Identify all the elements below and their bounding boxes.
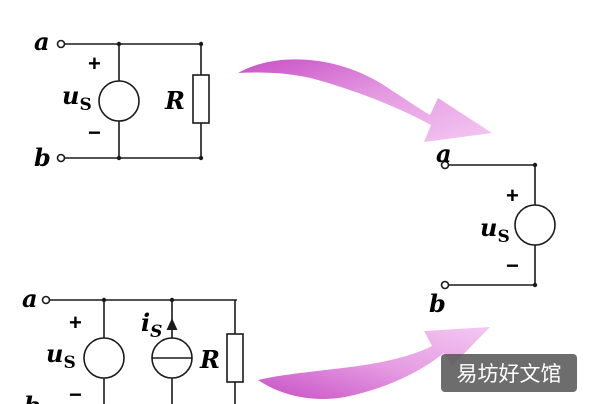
node-a-label-right: a bbox=[436, 139, 452, 168]
circuit-top bbox=[56, 39, 210, 163]
junction-dot bbox=[169, 297, 175, 303]
resistor-top bbox=[192, 74, 210, 124]
node-b-label-bottom-partial: b bbox=[24, 391, 41, 404]
watermark-background bbox=[441, 354, 577, 392]
plus-sign-top: + bbox=[88, 51, 101, 76]
source-symbol: u bbox=[62, 81, 79, 110]
current-subscript: S bbox=[150, 322, 162, 342]
source-label-top: uS bbox=[62, 81, 92, 115]
resistor-label-top: R bbox=[164, 86, 185, 115]
source-symbol: u bbox=[46, 339, 63, 368]
resistor-label-bottom: R bbox=[199, 345, 220, 374]
junction-dot bbox=[532, 162, 538, 168]
resistor-bottom bbox=[226, 333, 244, 383]
circuit-bottom bbox=[41, 295, 244, 404]
current-source-label: iS bbox=[141, 308, 162, 342]
voltage-source-bottom bbox=[83, 337, 125, 379]
terminal-a-bottom bbox=[41, 295, 51, 305]
minus-sign-top: − bbox=[88, 120, 101, 145]
plus-sign-bottom: + bbox=[69, 310, 82, 335]
source-symbol: u bbox=[480, 213, 497, 242]
voltage-source-right bbox=[514, 204, 556, 246]
current-symbol: i bbox=[141, 308, 150, 337]
plus-sign-right: + bbox=[506, 183, 519, 208]
terminal-a-right bbox=[440, 160, 450, 170]
junction-dot bbox=[116, 41, 122, 47]
terminal-b-top bbox=[56, 153, 66, 163]
source-subscript: S bbox=[63, 353, 75, 373]
source-label-bottom: uS bbox=[46, 339, 76, 373]
source-subscript: S bbox=[497, 227, 509, 247]
junction-dot bbox=[116, 155, 122, 161]
terminal-b-right bbox=[440, 280, 450, 290]
junction-dot bbox=[532, 282, 538, 288]
junction-dot bbox=[198, 155, 204, 161]
terminal-a-top bbox=[56, 39, 66, 49]
junction-dot bbox=[101, 297, 107, 303]
minus-sign-bottom: − bbox=[69, 382, 82, 404]
source-label-right: uS bbox=[480, 213, 510, 247]
node-a-label-bottom: a bbox=[22, 284, 38, 313]
source-subscript: S bbox=[79, 95, 91, 115]
junction-dot bbox=[198, 41, 204, 47]
minus-sign-right: − bbox=[506, 253, 519, 278]
circuit-right bbox=[440, 160, 556, 290]
transform-arrow-top bbox=[238, 59, 492, 142]
transform-arrow-bottom bbox=[258, 327, 490, 400]
voltage-source-top bbox=[98, 80, 140, 122]
node-b-label-top: b bbox=[34, 143, 51, 172]
current-direction-arrow bbox=[166, 318, 178, 330]
watermark-text: 易坊好文馆 bbox=[457, 362, 562, 386]
node-b-label-right: b bbox=[429, 289, 446, 318]
node-a-label-top: a bbox=[34, 27, 50, 56]
